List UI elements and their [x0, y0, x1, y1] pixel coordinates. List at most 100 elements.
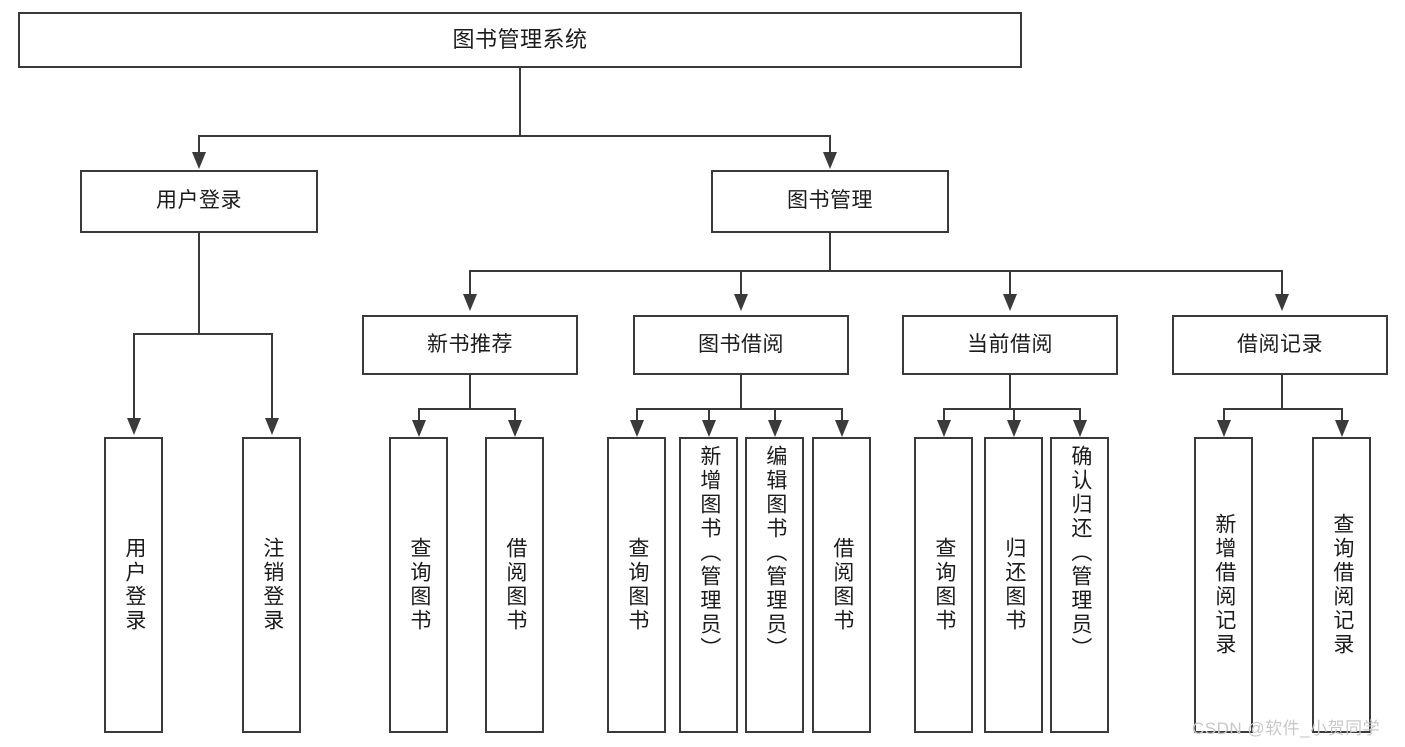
connector-level2-bus [469, 270, 1281, 272]
arrowhead-bookborrow-3 [835, 420, 849, 437]
leaf-return-book[interactable]: 归还图书 [984, 437, 1043, 733]
leaf-add-book-admin[interactable]: 新增图书（管理员） [679, 437, 738, 733]
leaf-label: 注销登录 [260, 537, 284, 633]
leaf-query-book-borrow[interactable]: 查询图书 [607, 437, 666, 733]
leaf-inner: 归还图书 [986, 439, 1041, 731]
leaf-inner: 确认归还（管理员） [1052, 439, 1107, 731]
node-book-borrow[interactable]: 图书借阅 [633, 315, 849, 375]
connector-bookborrow-stem [740, 375, 742, 408]
leaf-edit-book-admin[interactable]: 编辑图书（管理员） [745, 437, 804, 733]
node-label: 用户登录 [156, 189, 242, 213]
leaf-inner: 查询借阅记录 [1314, 439, 1369, 731]
arrowhead-currentborrow-2 [1073, 420, 1087, 437]
arrowhead-newbook-0 [412, 420, 426, 437]
connector-currentborrow-stem [1009, 375, 1011, 408]
leaf-add-borrow-record[interactable]: 新增借阅记录 [1194, 437, 1253, 733]
leaf-inner: 查询图书 [916, 439, 971, 731]
connector-borrowrecord-drop-0 [1223, 408, 1225, 422]
connector-currentborrow-drop-2 [1079, 408, 1081, 422]
node-current-borrow[interactable]: 当前借阅 [902, 315, 1118, 375]
leaf-confirm-return-admin[interactable]: 确认归还（管理员） [1050, 437, 1109, 733]
leaf-query-borrow-record[interactable]: 查询借阅记录 [1312, 437, 1371, 733]
leaf-label: 新增图书（管理员） [697, 445, 721, 661]
connector-newbook-bus [418, 408, 514, 410]
leaf-label: 新增借阅记录 [1212, 513, 1236, 657]
connector-level1-drop-0 [198, 135, 200, 155]
connector-currentborrow-drop-1 [1013, 408, 1015, 422]
node-label: 图书管理系统 [452, 27, 588, 53]
arrowhead-level2-2 [1003, 294, 1017, 311]
arrowhead-bookborrow-1 [702, 420, 716, 437]
arrowhead-userlogin-1 [265, 418, 279, 435]
node-label: 当前借阅 [967, 332, 1053, 356]
node-book-management[interactable]: 图书管理 [711, 170, 949, 233]
connector-userlogin-drop-1 [271, 333, 273, 420]
leaf-query-book-current[interactable]: 查询图书 [914, 437, 973, 733]
connector-userlogin-stem [198, 233, 200, 333]
leaf-inner: 编辑图书（管理员） [747, 439, 802, 731]
connector-level2-drop-3 [1281, 270, 1283, 296]
connector-level2-drop-0 [469, 270, 471, 296]
connector-level1-drop-1 [829, 135, 831, 155]
leaf-inner: 新增图书（管理员） [681, 439, 736, 731]
leaf-logout[interactable]: 注销登录 [242, 437, 301, 733]
connector-level2-drop-2 [1009, 270, 1011, 296]
node-label: 借阅记录 [1237, 332, 1323, 356]
node-label: 图书借阅 [698, 332, 784, 356]
connector-level2-drop-1 [740, 270, 742, 296]
leaf-borrow-book[interactable]: 借阅图书 [812, 437, 871, 733]
connector-bookborrow-drop-2 [774, 408, 776, 422]
node-borrow-record[interactable]: 借阅记录 [1172, 315, 1388, 375]
connector-newbook-stem [469, 375, 471, 408]
leaf-inner: 查询图书 [391, 439, 446, 731]
node-root-system[interactable]: 图书管理系统 [18, 12, 1022, 68]
arrowhead-level2-1 [734, 294, 748, 311]
leaf-label: 查询图书 [407, 537, 431, 633]
arrowhead-borrowrecord-0 [1217, 420, 1231, 437]
leaf-label: 确认归还（管理员） [1068, 445, 1092, 661]
connector-userlogin-drop-0 [133, 333, 135, 420]
connector-bookborrow-drop-3 [841, 408, 843, 422]
arrowhead-bookborrow-2 [768, 420, 782, 437]
leaf-inner: 用户登录 [106, 439, 161, 731]
arrowhead-userlogin-0 [127, 418, 141, 435]
leaf-user-login[interactable]: 用户登录 [104, 437, 163, 733]
connector-newbook-drop-1 [514, 408, 516, 422]
connector-borrowrecord-stem [1281, 375, 1283, 408]
connector-bookborrow-drop-1 [708, 408, 710, 422]
arrowhead-level2-0 [463, 294, 477, 311]
leaf-label: 编辑图书（管理员） [763, 445, 787, 661]
leaf-inner: 新增借阅记录 [1196, 439, 1251, 731]
leaf-inner: 查询图书 [609, 439, 664, 731]
leaf-label: 查询借阅记录 [1330, 513, 1354, 657]
arrowhead-level2-3 [1275, 294, 1289, 311]
node-user-login[interactable]: 用户登录 [80, 170, 318, 233]
connector-borrowrecord-bus [1223, 408, 1341, 410]
leaf-inner: 借阅图书 [487, 439, 542, 731]
arrowhead-newbook-1 [508, 420, 522, 437]
leaf-inner: 注销登录 [244, 439, 299, 731]
arrowhead-currentborrow-1 [1007, 420, 1021, 437]
leaf-query-book-recommend[interactable]: 查询图书 [389, 437, 448, 733]
arrowhead-level1-0 [192, 152, 206, 169]
connector-bookmgmt-stem [829, 233, 831, 270]
arrowhead-currentborrow-0 [937, 420, 951, 437]
leaf-borrow-book-recommend[interactable]: 借阅图书 [485, 437, 544, 733]
connector-level1-bus [198, 135, 831, 137]
connector-borrowrecord-drop-1 [1341, 408, 1343, 422]
leaf-label: 借阅图书 [830, 537, 854, 633]
leaf-label: 借阅图书 [503, 537, 527, 633]
connector-currentborrow-bus [943, 408, 1079, 410]
leaf-label: 归还图书 [1002, 537, 1026, 633]
leaf-inner: 借阅图书 [814, 439, 869, 731]
arrowhead-bookborrow-0 [630, 420, 644, 437]
connector-bookborrow-bus [636, 408, 841, 410]
node-label: 新书推荐 [427, 332, 513, 356]
node-new-book-recommend[interactable]: 新书推荐 [362, 315, 578, 375]
connector-root-stem [519, 68, 521, 135]
connector-currentborrow-drop-0 [943, 408, 945, 422]
leaf-label: 查询图书 [625, 537, 649, 633]
node-label: 图书管理 [787, 189, 873, 213]
leaf-label: 查询图书 [932, 537, 956, 633]
